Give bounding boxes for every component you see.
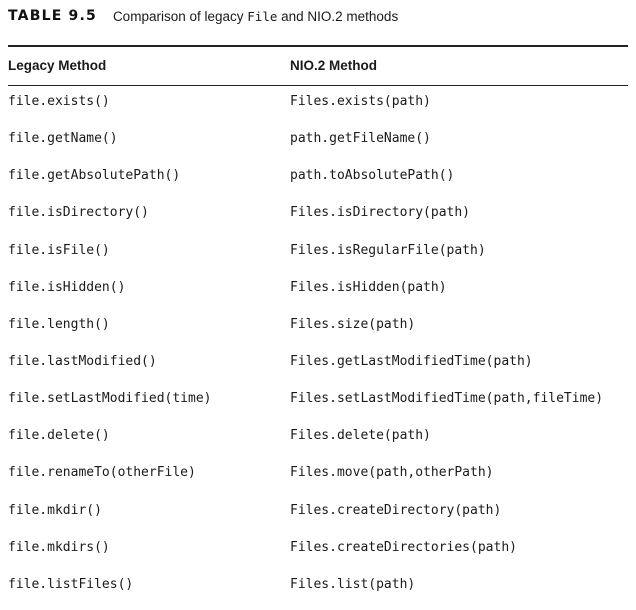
table-header-row: Legacy Method NIO.2 Method xyxy=(0,55,636,77)
legacy-method-cell: file.listFiles() xyxy=(8,576,134,592)
legacy-method-cell: file.mkdirs() xyxy=(8,539,110,555)
nio2-method-cell: Files.size(path) xyxy=(290,316,416,332)
legacy-method-cell: file.delete() xyxy=(8,428,110,444)
table-title-code: File xyxy=(247,8,278,24)
table-top-rule xyxy=(8,45,628,47)
table-caption: TABLE 9.5 Comparison of legacy File and … xyxy=(8,6,398,26)
legacy-method-cell: file.getName() xyxy=(8,131,118,147)
table-row: file.delete() Files.delete(path) xyxy=(0,424,636,461)
nio2-method-cell: Files.list(path) xyxy=(290,576,416,592)
nio2-method-cell: Files.move(path,otherPath) xyxy=(290,465,494,481)
nio2-method-cell: path.toAbsolutePath() xyxy=(290,168,455,184)
table-header-rule xyxy=(8,85,628,86)
header-legacy-method: Legacy Method xyxy=(8,58,107,73)
table-row: file.getName() path.getFileName() xyxy=(0,127,636,164)
nio2-method-cell: Files.exists(path) xyxy=(290,94,431,109)
legacy-method-cell: file.lastModified() xyxy=(8,353,157,369)
table-row: file.mkdirs() Files.createDirectories(pat… xyxy=(0,536,636,573)
table-row: file.isDirectory() Files.isDirectory(path… xyxy=(0,201,636,238)
legacy-method-cell: file.exists() xyxy=(8,94,110,109)
table-row: file.length() Files.size(path) xyxy=(0,313,636,350)
table-row: file.getAbsolutePath() path.toAbsolutePat… xyxy=(0,164,636,201)
nio2-method-cell: path.getFileName() xyxy=(290,131,431,147)
table-row: file.setLastModified(time) Files.setLastM… xyxy=(0,387,636,424)
legacy-method-cell: file.setLastModified(time) xyxy=(8,391,212,407)
legacy-method-cell: file.getAbsolutePath() xyxy=(8,168,181,184)
nio2-method-cell: Files.getLastModifiedTime(path) xyxy=(290,353,533,369)
table-row: file.isHidden() Files.isHidden(path) xyxy=(0,276,636,313)
table-row: file.lastModified() Files.getLastModified… xyxy=(0,350,636,387)
legacy-method-cell: file.mkdir() xyxy=(8,502,102,518)
legacy-method-cell: file.length() xyxy=(8,316,110,332)
table-row: file.renameTo(otherFile) Files.move(path,… xyxy=(0,461,636,498)
nio2-method-cell: Files.delete(path) xyxy=(290,428,431,444)
table-row: file.listFiles() Files.list(path) xyxy=(0,573,636,610)
legacy-method-cell: file.isDirectory() xyxy=(8,205,149,221)
table-title: Comparison of legacy File and NIO.2 meth… xyxy=(113,9,398,24)
legacy-method-cell: file.isFile() xyxy=(8,242,110,258)
table-title-part-2: and NIO.2 methods xyxy=(277,8,399,24)
table-row: file.mkdir() Files.createDirectory(path) xyxy=(0,499,636,536)
nio2-method-cell: Files.createDirectories(path) xyxy=(290,539,517,555)
header-nio2-method: NIO.2 Method xyxy=(290,58,377,73)
nio2-method-cell: Files.createDirectory(path) xyxy=(290,502,502,518)
nio2-method-cell: Files.isDirectory(path) xyxy=(290,205,471,221)
legacy-method-cell: file.renameTo(otherFile) xyxy=(8,465,196,481)
nio2-method-cell: Files.isRegularFile(path) xyxy=(290,242,486,258)
table-number-label: TABLE 9.5 xyxy=(8,8,97,24)
table-row: file.exists() Files.exists(path) xyxy=(0,90,636,127)
table-title-part-1: Comparison of legacy xyxy=(112,8,248,24)
nio2-method-cell: Files.isHidden(path) xyxy=(290,279,447,295)
table-row: file.isFile() Files.isRegularFile(path) xyxy=(0,239,636,276)
table-body: file.exists() Files.exists(path) file.getN… xyxy=(0,90,636,610)
legacy-method-cell: file.isHidden() xyxy=(8,279,126,295)
nio2-method-cell: Files.setLastModifiedTime(path,fileTime) xyxy=(290,391,604,407)
